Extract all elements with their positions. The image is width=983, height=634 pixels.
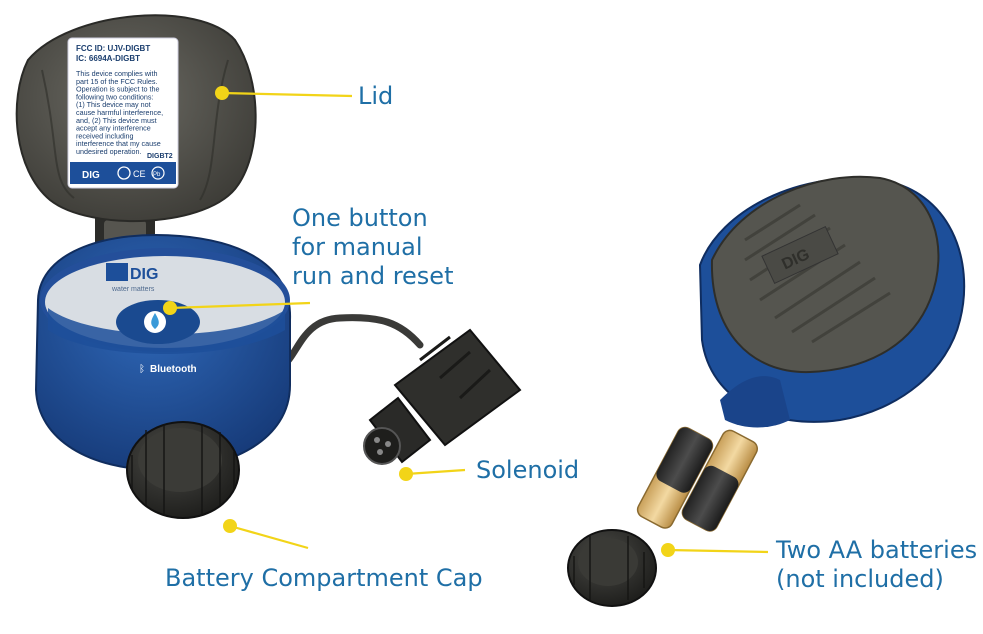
bluetooth-icon: ᛒ <box>139 364 145 375</box>
fcc-statement-line: part 15 of the FCC Rules. <box>76 77 158 86</box>
aa-batteries <box>636 426 759 532</box>
bluetooth-label: Bluetooth <box>150 364 197 375</box>
model-number: DIGBT2 <box>147 153 173 160</box>
fcc-statement-line: accept any interference <box>76 124 151 133</box>
fcc-id: FCC ID: UJV-DIGBT <box>76 44 150 53</box>
pb-mark-icon <box>151 166 165 180</box>
pb-mark: Pb <box>153 172 161 178</box>
solenoid-callout: Solenoid <box>476 456 580 484</box>
fcc-statement-line: and, (2) This device must <box>76 116 157 125</box>
lid-callout: Lid <box>358 82 394 110</box>
fcc-statement-line: Operation is subject to the <box>76 85 160 94</box>
fcc-statement-line: (1) This device may not <box>76 100 151 109</box>
battery-cap-callout: Battery Compartment Cap <box>165 564 483 592</box>
fcc-statement-line: This device complies with <box>76 69 158 78</box>
open-lid: FCC ID: UJV-DIGBT IC: 6694A-DIGBT This d… <box>15 14 257 222</box>
ic-id: IC: 6694A-DIGBT <box>76 54 140 63</box>
fcc-statement-line: following two conditions: <box>76 92 154 101</box>
batteries-callout: Two AA batteries (not included) <box>776 536 978 593</box>
fcc-statement-line: interference that my cause <box>76 139 161 148</box>
fcc-statement-line: cause harmful interference, <box>76 108 163 117</box>
battery-cap-knob <box>126 421 240 519</box>
check-mark-icon <box>117 166 131 180</box>
fcc-label: FCC ID: UJV-DIGBT IC: 6694A-DIGBT This d… <box>67 37 179 189</box>
manual-run-button[interactable] <box>116 300 200 344</box>
fcc-statement-line: undesired operation. <box>76 147 142 156</box>
fcc-statement-line: received including <box>76 131 134 140</box>
device-brand: DIG <box>130 266 158 283</box>
timer-body: DIG water matters Bluetooth ᛒ <box>34 234 292 472</box>
device-tagline: water matters <box>111 286 155 293</box>
button-callout: One button for manual run and reset <box>292 204 454 290</box>
water-drop-icon <box>151 313 159 329</box>
ce-mark: CE <box>133 169 146 179</box>
label-brand: DIG <box>82 170 100 181</box>
battery-cap-removed <box>567 529 657 607</box>
timer-back-view: DIG <box>698 175 966 428</box>
solenoid <box>363 328 522 465</box>
callout-leaders <box>163 86 769 557</box>
